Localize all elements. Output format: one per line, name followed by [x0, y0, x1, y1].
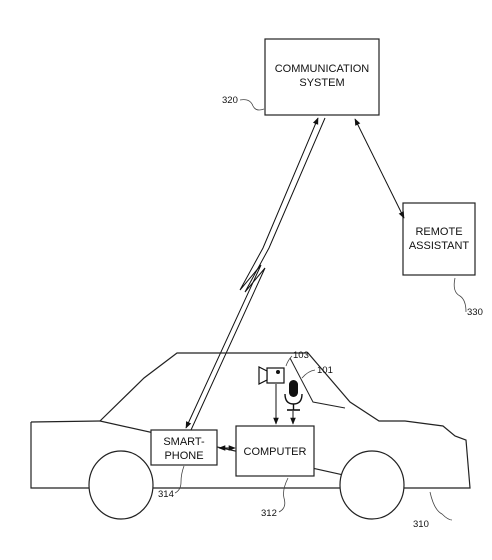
communication-system-label-line2: SYSTEM	[299, 77, 344, 89]
ref-314: 314	[158, 489, 174, 500]
ref-320: 320	[222, 95, 238, 106]
remote-assistant-label-line1: REMOTE	[415, 226, 462, 238]
vehicle-window-line	[289, 357, 346, 409]
leader-320	[239, 99, 265, 111]
computer-box: COMPUTER	[235, 425, 315, 477]
communication-system-box: COMMUNICATION SYSTEM	[264, 38, 380, 116]
vehicle-body	[30, 352, 471, 489]
leader-314	[174, 465, 185, 494]
leader-330	[453, 277, 467, 313]
vehicle-rear-wheel	[88, 450, 154, 520]
ref-103: 103	[293, 350, 309, 361]
communication-system-label-line1: COMMUNICATION	[275, 63, 370, 75]
wireless-link-arrow	[185, 117, 326, 431]
ref-330: 330	[467, 307, 483, 318]
microphone-icon	[284, 380, 303, 411]
vehicle-front-wheel	[339, 450, 405, 520]
leader-103	[285, 355, 293, 367]
leader-310	[429, 491, 453, 521]
leader-312	[278, 477, 289, 513]
ref-310: 310	[413, 519, 429, 530]
leader-101	[301, 369, 316, 379]
smartphone-label-line2: PHONE	[164, 450, 203, 462]
smartphone-label-line1: SMART-	[163, 436, 205, 448]
ref-312: 312	[261, 508, 277, 519]
remote-assistant-box: REMOTE ASSISTANT	[402, 202, 476, 276]
video-camera-icon	[258, 366, 285, 385]
ref-101: 101	[317, 365, 333, 376]
smartphone-box: SMART- PHONE	[150, 429, 218, 466]
remote-assistant-label-line2: ASSISTANT	[409, 240, 470, 252]
computer-label: COMPUTER	[244, 446, 307, 458]
link-comm-remote-arrow	[354, 118, 405, 219]
